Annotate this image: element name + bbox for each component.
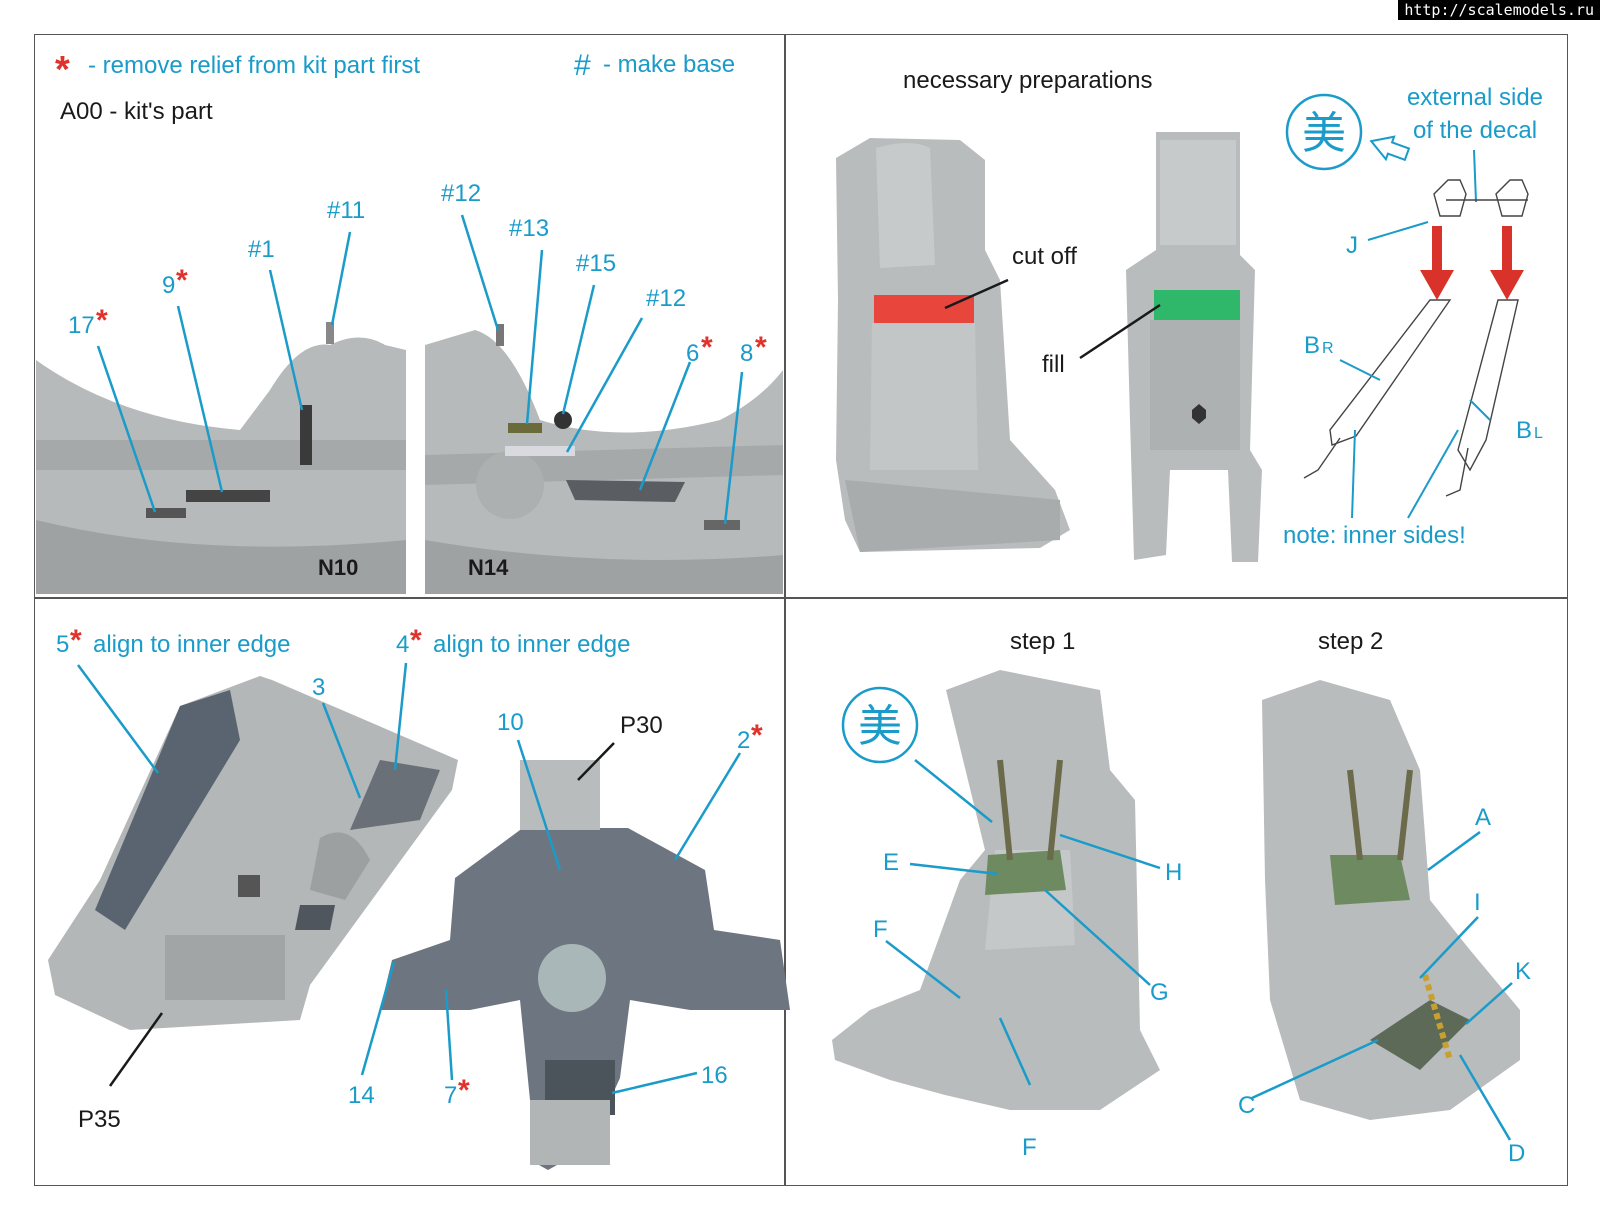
seat-cut-photo — [836, 138, 1070, 552]
label-a: A — [1475, 804, 1491, 831]
callout-10: 10 — [497, 709, 524, 736]
arrow-down-icon — [1420, 226, 1454, 300]
kit-part-label-p35: P35 — [78, 1106, 121, 1133]
kanji-symbol-step1: 美 — [858, 702, 902, 751]
label-f-top: F — [873, 916, 888, 943]
callout-14: 14 — [348, 1082, 375, 1109]
callout-6: 6 — [686, 340, 699, 367]
callout-hash-12-a: #12 — [441, 180, 481, 207]
cut-off-area — [874, 295, 974, 323]
callout-9-star: * — [176, 264, 188, 297]
label-f-bottom: F — [1022, 1134, 1037, 1161]
legend-asterisk: * — [55, 49, 70, 91]
kit-part-label-p30: P30 — [620, 712, 663, 739]
hollow-arrow-icon — [1369, 135, 1411, 162]
legend-hash: # — [574, 49, 591, 82]
arrow-down-icon — [1490, 226, 1524, 300]
kit-part-label-n14: N14 — [468, 555, 509, 580]
label-c: C — [1238, 1092, 1255, 1119]
legend-hash-text: - make base — [603, 51, 735, 78]
callout-hash-12-b: #12 — [646, 285, 686, 312]
callout-17-star: * — [96, 304, 108, 337]
callout-2: 2 — [737, 727, 750, 754]
callout-8-star: * — [755, 331, 767, 364]
callout-2-star: * — [751, 719, 763, 752]
label-b-r: B — [1304, 332, 1320, 359]
console-p35-photo — [48, 676, 458, 1030]
kit-part-n10-photo: N10 — [36, 232, 406, 594]
callout-hash-13: #13 — [509, 215, 549, 242]
preparations-title: necessary preparations — [903, 67, 1152, 94]
callout-8: 8 — [740, 340, 753, 367]
label-k: K — [1515, 958, 1531, 985]
align-left-star: * — [70, 624, 82, 657]
kanji-symbol: 美 — [1302, 109, 1346, 158]
bottom-right-labels: E H G F F A I K C D — [873, 804, 1531, 1167]
label-d: D — [1508, 1140, 1525, 1167]
align-right-text: align to inner edge — [433, 631, 630, 658]
legend: * - remove relief from kit part first # … — [55, 49, 735, 125]
align-right-star: * — [410, 624, 422, 657]
harness-decal-outline — [1303, 179, 1529, 497]
seat-step2-photo — [1262, 680, 1520, 1120]
harness-leaders — [1339, 221, 1491, 519]
legend-kit-part-note: A00 - kit's part — [60, 98, 213, 125]
kanji-circle — [1285, 93, 1363, 171]
legend-asterisk-text: - remove relief from kit part first — [88, 52, 420, 79]
step-1-label: step 1 — [1010, 628, 1075, 655]
kit-part-n14-photo: N14 — [425, 262, 783, 594]
top-right-leaders — [944, 278, 1161, 360]
decal-side-line-2: of the decal — [1413, 117, 1537, 144]
callout-hash-11: #11 — [327, 197, 365, 224]
cut-off-label: cut off — [1012, 243, 1077, 270]
diagram-frame — [34, 34, 1568, 1186]
panel-p30-photo — [380, 760, 790, 1170]
label-b-l: B — [1516, 417, 1532, 444]
vertical-divider — [784, 34, 786, 1186]
decal-side-line-1: external side — [1407, 84, 1543, 111]
label-b-r-sub: R — [1322, 340, 1334, 357]
align-left-num: 5 — [56, 631, 69, 658]
callout-7-star: * — [458, 1074, 470, 1107]
label-i: I — [1474, 889, 1481, 916]
horizontal-divider — [34, 597, 1568, 599]
callout-16: 16 — [701, 1062, 728, 1089]
label-h: H — [1165, 859, 1182, 886]
callout-17: 17 — [68, 312, 95, 339]
label-b-l-sub: L — [1534, 425, 1543, 442]
bottom-left-leaders — [76, 662, 742, 1095]
red-down-arrows — [1420, 226, 1524, 300]
callout-6-star: * — [701, 331, 713, 364]
align-right-num: 4 — [396, 631, 409, 658]
align-left-text: align to inner edge — [93, 631, 290, 658]
harness-labels: J B R B L note: inner sides! — [1283, 232, 1543, 549]
seat-step1-photo — [832, 670, 1160, 1110]
fill-label: fill — [1042, 351, 1065, 378]
label-e: E — [883, 849, 899, 876]
bottom-right-leaders — [885, 759, 1513, 1141]
callout-7: 7 — [444, 1082, 457, 1109]
fill-area — [1154, 290, 1240, 320]
top-left-callouts: #11 #1 9 * 17 * #12 #13 #15 #12 6 * 8 * — [68, 180, 767, 367]
callout-9: 9 — [162, 272, 175, 299]
align-notes: 5 * align to inner edge 4 * align to inn… — [56, 624, 630, 658]
inner-sides-note: note: inner sides! — [1283, 522, 1466, 549]
decal-side-indicator: 美 external side of the decal — [1285, 84, 1543, 203]
watermark-url: http://scalemodels.ru — [1398, 0, 1600, 20]
bottom-left-callouts: 3 10 2 * 14 7 * 16 P30 P35 — [78, 674, 763, 1133]
top-left-leader-lines — [96, 214, 744, 525]
callout-3: 3 — [312, 674, 325, 701]
seat-fill-photo — [1126, 132, 1262, 562]
label-g: G — [1150, 979, 1169, 1006]
kit-part-label-n10: N10 — [318, 555, 358, 580]
callout-hash-1: #1 — [248, 236, 275, 263]
kanji-marker-step1: 美 — [841, 686, 919, 764]
callout-hash-15: #15 — [576, 250, 616, 277]
label-j: J — [1346, 232, 1358, 259]
step-2-label: step 2 — [1318, 628, 1383, 655]
